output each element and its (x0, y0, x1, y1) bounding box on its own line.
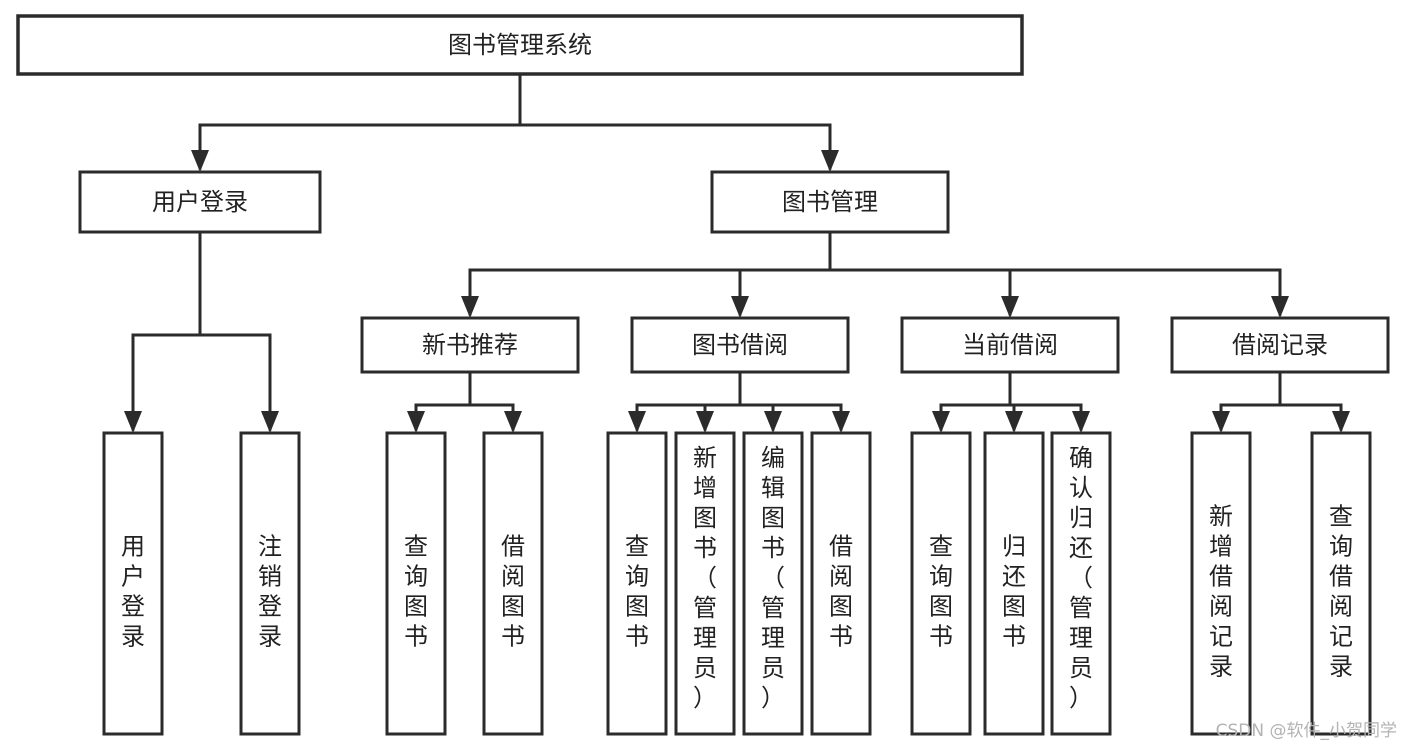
node-label-borrow-record: 借阅记录 (1232, 331, 1328, 359)
connector-arrowhead (628, 411, 646, 433)
node-leaf-user-login[interactable]: 用户登录 (102, 431, 164, 736)
node-box-leaf-return-book[interactable] (983, 431, 1045, 736)
node-box-book-manage[interactable] (710, 170, 950, 234)
connector-arrowhead (821, 150, 839, 172)
node-user-login[interactable]: 用户登录 (78, 170, 322, 234)
node-layer: 图书管理系统用户登录图书管理新书推荐图书借阅当前借阅借阅记录用户登录注销登录查询… (16, 14, 1390, 736)
watermark-text: CSDN @软件_小贺同学 (1215, 721, 1397, 741)
node-leaf-add-borrow-record[interactable]: 新增借阅记录 (1190, 431, 1252, 736)
node-box-root[interactable] (16, 14, 1024, 76)
node-leaf-query-book-rec[interactable]: 查询图书 (385, 431, 447, 736)
connector-arrowhead (932, 411, 950, 433)
connector-new-book-recommend-to-leaves (407, 370, 522, 433)
node-leaf-user-logout[interactable]: 注销登录 (239, 431, 301, 736)
node-leaf-query-book-borrow[interactable]: 查询图书 (606, 431, 668, 736)
connector-arrowhead (832, 411, 850, 433)
connector-arrowhead (764, 411, 782, 433)
node-box-leaf-query-book-borrow[interactable] (606, 431, 668, 736)
node-box-leaf-borrow-book-rec[interactable] (482, 431, 544, 736)
node-leaf-borrow-book-rec[interactable]: 借阅图书 (482, 431, 544, 736)
node-borrow-record[interactable]: 借阅记录 (1170, 316, 1390, 374)
connector-arrowhead (191, 150, 209, 172)
node-box-user-login[interactable] (78, 170, 322, 234)
node-label-leaf-confirm-return-admin: 确认归还（管理员） (1069, 444, 1093, 712)
connector-root-to-level1 (191, 72, 839, 172)
node-label-user-login: 用户登录 (152, 188, 248, 216)
node-label-book-borrow: 图书借阅 (692, 331, 788, 359)
connector-book-manage-to-level2 (461, 230, 1289, 318)
connector-arrowhead (1005, 411, 1023, 433)
node-box-current-borrow[interactable] (900, 316, 1120, 374)
node-label-leaf-add-borrow-record: 新增借阅记录 (1209, 503, 1233, 681)
node-box-leaf-borrow-book[interactable] (810, 431, 872, 736)
node-box-leaf-edit-book-admin[interactable] (742, 431, 804, 736)
connector-borrow-record-to-leaves (1212, 370, 1350, 433)
node-current-borrow[interactable]: 当前借阅 (900, 316, 1120, 374)
node-book-manage[interactable]: 图书管理 (710, 170, 950, 234)
connector-arrowhead (1212, 411, 1230, 433)
node-label-current-borrow: 当前借阅 (962, 331, 1058, 359)
connector-arrowhead (461, 296, 479, 318)
node-box-leaf-user-logout[interactable] (239, 431, 301, 736)
connector-arrowhead (407, 411, 425, 433)
node-label-leaf-edit-book-admin: 编辑图书（管理员） (761, 444, 785, 712)
node-label-leaf-borrow-book-rec: 借阅图书 (501, 533, 525, 651)
node-leaf-return-book[interactable]: 归还图书 (983, 431, 1045, 736)
connector-arrowhead (731, 296, 749, 318)
connector-current-borrow-to-leaves (932, 370, 1090, 433)
node-label-leaf-borrow-book: 借阅图书 (829, 533, 853, 651)
node-box-leaf-add-borrow-record[interactable] (1190, 431, 1252, 736)
node-label-leaf-user-login: 用户登录 (121, 533, 145, 651)
node-box-leaf-user-login[interactable] (102, 431, 164, 736)
connector-arrowhead (261, 411, 279, 433)
node-label-leaf-query-borrow-record: 查询借阅记录 (1329, 503, 1353, 681)
connector-arrowhead (1001, 296, 1019, 318)
connector-arrowhead (124, 411, 142, 433)
node-label-leaf-add-book-admin: 新增图书（管理员） (693, 444, 717, 712)
connector-arrowhead (1332, 411, 1350, 433)
node-label-book-manage: 图书管理 (782, 188, 878, 216)
node-box-leaf-query-book-current[interactable] (910, 431, 972, 736)
node-label-leaf-query-book-borrow: 查询图书 (625, 533, 649, 651)
connector-arrowhead (1072, 411, 1090, 433)
node-label-leaf-query-book-rec: 查询图书 (404, 533, 428, 651)
node-label-leaf-query-book-current: 查询图书 (929, 533, 953, 651)
node-box-leaf-add-book-admin[interactable] (674, 431, 736, 736)
node-leaf-add-book-admin[interactable]: 新增图书（管理员） (674, 431, 736, 736)
node-label-leaf-user-logout: 注销登录 (258, 533, 282, 651)
connector-book-borrow-to-leaves (628, 370, 850, 433)
connector-arrowhead (1271, 296, 1289, 318)
node-label-root: 图书管理系统 (448, 31, 592, 59)
node-leaf-edit-book-admin[interactable]: 编辑图书（管理员） (742, 431, 804, 736)
connector-arrowhead (696, 411, 714, 433)
node-box-leaf-query-book-rec[interactable] (385, 431, 447, 736)
connector-user-login-to-leaves (124, 230, 279, 433)
node-box-new-book-recommend[interactable] (360, 316, 580, 374)
node-leaf-confirm-return-admin[interactable]: 确认归还（管理员） (1050, 431, 1112, 736)
node-leaf-query-borrow-record[interactable]: 查询借阅记录 (1310, 431, 1372, 736)
node-book-borrow[interactable]: 图书借阅 (630, 316, 850, 374)
node-box-leaf-query-borrow-record[interactable] (1310, 431, 1372, 736)
node-leaf-borrow-book[interactable]: 借阅图书 (810, 431, 872, 736)
node-box-leaf-confirm-return-admin[interactable] (1050, 431, 1112, 736)
node-label-leaf-return-book: 归还图书 (1002, 533, 1026, 651)
node-box-book-borrow[interactable] (630, 316, 850, 374)
node-leaf-query-book-current[interactable]: 查询图书 (910, 431, 972, 736)
node-new-book-recommend[interactable]: 新书推荐 (360, 316, 580, 374)
connector-layer (124, 72, 1350, 433)
node-label-new-book-recommend: 新书推荐 (422, 331, 518, 359)
connector-arrowhead (504, 411, 522, 433)
node-root[interactable]: 图书管理系统 (16, 14, 1024, 76)
node-box-borrow-record[interactable] (1170, 316, 1390, 374)
